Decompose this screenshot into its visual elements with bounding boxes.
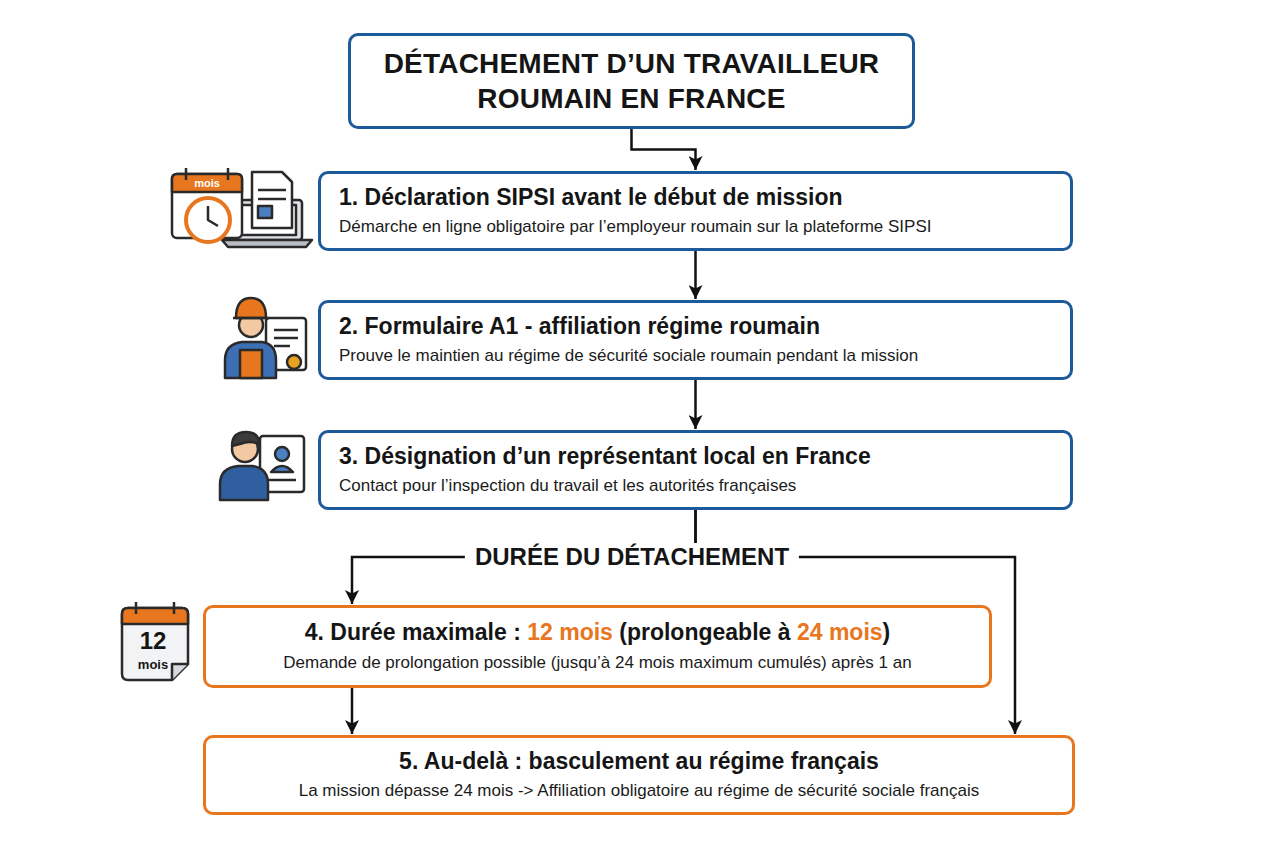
representative-icon xyxy=(220,432,304,500)
title-box: DÉTACHEMENT D’UN TRAVAILLEUR ROUMAIN EN … xyxy=(348,33,915,129)
box-heading: 1. Déclaration SIPSI avant le début de m… xyxy=(339,184,1054,212)
flow-arrow xyxy=(694,251,697,299)
box-heading: 5. Au-delà : basculement au régime franç… xyxy=(218,748,1060,776)
highlight: 24 mois xyxy=(797,619,883,645)
duration-box: 4. Durée maximale : 12 mois (prolongeabl… xyxy=(203,605,992,688)
flow-arrow xyxy=(632,129,696,170)
highlight: 12 mois xyxy=(527,619,613,645)
process-box: 2. Formulaire A1 - affiliation régime ro… xyxy=(318,300,1073,380)
icon-number: 12 xyxy=(140,627,167,655)
flow-arrow xyxy=(351,688,354,734)
calendar-icon xyxy=(122,602,188,680)
icon-text: mois xyxy=(194,177,220,189)
box-heading: DÉTACHEMENT D’UN TRAVAILLEUR ROUMAIN EN … xyxy=(375,46,888,116)
icon-text: mois xyxy=(138,657,168,672)
flow-arrow xyxy=(694,380,697,429)
process-box: 3. Désignation d’un représentant local e… xyxy=(318,430,1073,510)
process-box: 1. Déclaration SIPSI avant le début de m… xyxy=(318,171,1073,251)
box-description: La mission dépasse 24 mois -> Affiliatio… xyxy=(218,780,1060,802)
calendar-clock-icon xyxy=(172,168,312,247)
box-description: Démarche en ligne obligatoire par l’empl… xyxy=(339,216,1054,238)
box-heading: 4. Durée maximale : 12 mois (prolongeabl… xyxy=(218,619,977,647)
edge-label: DURÉE DU DÉTACHEMENT xyxy=(465,543,799,571)
outcome-box: 5. Au-delà : basculement au régime franç… xyxy=(203,735,1075,815)
box-description: Prouve le maintien au régime de sécurité… xyxy=(339,345,1054,367)
box-description: Demande de prolongation possible (jusqu’… xyxy=(218,652,977,674)
box-description: Contact pour l’inspection du travail et … xyxy=(339,475,1054,497)
worker-icon xyxy=(225,298,306,378)
box-heading: 3. Désignation d’un représentant local e… xyxy=(339,443,1054,471)
box-heading: 2. Formulaire A1 - affiliation régime ro… xyxy=(339,313,1054,341)
